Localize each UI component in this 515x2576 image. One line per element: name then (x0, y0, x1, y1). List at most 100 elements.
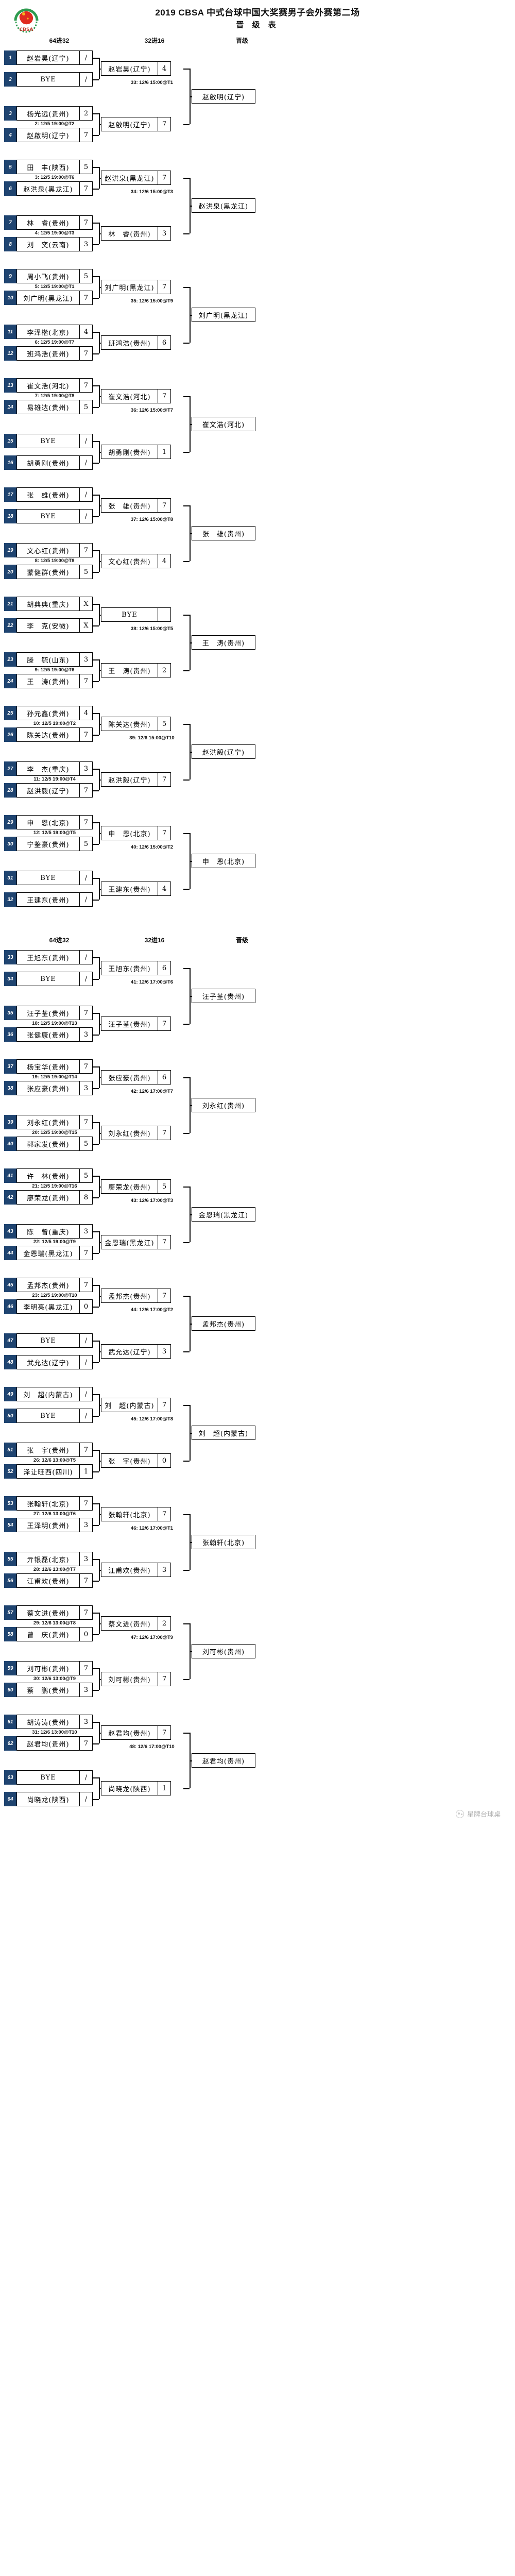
bracket-slot-r2[interactable]: 赵洪毅(辽宁)7 (101, 772, 183, 787)
bracket-slot-r3[interactable]: 赵洪毅(辽宁) (192, 744, 269, 759)
bracket-slot-r2[interactable]: 张翰轩(北京)7 (101, 1507, 183, 1521)
bracket-slot-r2[interactable]: 赵君均(贵州)7 (101, 1725, 183, 1740)
bracket-slot-r3[interactable]: 崔文浩(河北) (192, 417, 269, 431)
bracket-slot-r3[interactable]: 刘 超(内蒙古) (192, 1426, 269, 1440)
bracket-slot-r3[interactable]: 赵洪泉(黑龙江) (192, 198, 269, 213)
bracket-slot-r2[interactable]: 孟邦杰(贵州)7 (101, 1289, 183, 1303)
bracket-slot-r2[interactable]: 崔文浩(河北)7 (101, 389, 183, 403)
bracket-slot-r2[interactable]: 王 涛(贵州)2 (101, 663, 183, 677)
bracket-slot-r2[interactable]: 刘 超(内蒙古)7 (101, 1398, 183, 1412)
bracket-slot-r3[interactable]: 刘可彬(贵州) (192, 1644, 269, 1658)
bracket-slot-r2[interactable]: 班鸿浩(贵州)6 (101, 335, 183, 350)
bracket-slot-r2[interactable]: 廖荣龙(贵州)5 (101, 1179, 183, 1194)
bracket-slot-r2[interactable]: 张应豪(贵州)6 (101, 1070, 183, 1084)
bracket-slot-r2[interactable]: 刘永红(贵州)7 (101, 1126, 183, 1140)
bracket-slot-r2[interactable]: 金恩瑞(黑龙江)7 (101, 1235, 183, 1249)
bracket-slot-r2[interactable]: 江甫欢(贵州)3 (101, 1563, 183, 1577)
bracket-slot-r3[interactable]: 刘永红(贵州) (192, 1098, 269, 1112)
bracket-slot-r3[interactable]: 金恩瑞(黑龙江) (192, 1207, 269, 1222)
bracket-slot-r2[interactable]: 陈关达(贵州)5 (101, 717, 183, 731)
bracket-slot-r2[interactable]: BYE (101, 607, 183, 622)
bracket-slot-r3[interactable]: 赵啟明(辽宁) (192, 89, 269, 104)
bracket-slot-r3[interactable]: 张翰轩(北京) (192, 1535, 269, 1549)
bracket-slot-r2[interactable]: 刘可彬(贵州)7 (101, 1672, 183, 1686)
bracket-slot-r2[interactable]: 赵岩昊(辽宁)4 (101, 61, 183, 76)
bracket-slot-r2[interactable]: 王建东(贵州)4 (101, 882, 183, 896)
bracket-slot-r2[interactable]: 赵洪泉(黑龙江)7 (101, 171, 183, 185)
bracket-slot-r2[interactable]: 林 睿(贵州)3 (101, 226, 183, 241)
bracket-slot-r2[interactable]: 武允达(辽宁)3 (101, 1344, 183, 1359)
bracket-slot-r3[interactable]: 张 雄(贵州) (192, 526, 269, 540)
bracket-slot-r2[interactable]: 汪子荃(贵州)7 (101, 1016, 183, 1031)
bracket-slot-r2[interactable]: 赵啟明(辽宁)7 (101, 117, 183, 131)
bracket-slot-r2[interactable]: 尚晓龙(陕西)1 (101, 1781, 183, 1795)
bracket-slot-r2[interactable]: 张 宇(贵州)0 (101, 1453, 183, 1468)
bracket-slot-r2[interactable]: 文心红(贵州)4 (101, 554, 183, 568)
bracket-slot-r3[interactable]: 赵君均(贵州) (192, 1753, 269, 1768)
bracket-slot-r3[interactable]: 刘广明(黑龙江) (192, 308, 269, 322)
bracket-slot-r2[interactable]: 申 恩(北京)7 (101, 826, 183, 840)
bracket-slot-r2[interactable]: 张 雄(贵州)7 (101, 498, 183, 513)
